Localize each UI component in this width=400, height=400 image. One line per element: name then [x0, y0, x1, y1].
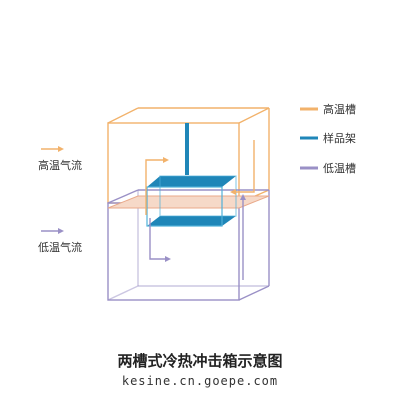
legend-label: 样品架: [323, 131, 356, 145]
watermark: kesine.cn.goepe.com: [121, 374, 279, 388]
low-airflow-indicator: 低温气流: [38, 228, 82, 254]
low-temp-chamber: [107, 189, 270, 301]
cold-airflow-arrows: [149, 194, 246, 280]
sample-rack: [146, 123, 237, 227]
diagram-caption: 两槽式冷热冲击箱示意图: [117, 352, 283, 370]
legend-item-low-chamber: 低温槽: [300, 162, 356, 175]
legend-label: 低温槽: [323, 162, 356, 175]
legend-label: 高温槽: [323, 102, 356, 116]
high-airflow-label: 高温气流: [38, 158, 82, 172]
high-airflow-indicator: 高温气流: [38, 146, 82, 172]
low-airflow-label: 低温气流: [38, 240, 82, 254]
partition-plate: [107, 195, 270, 209]
legend-item-sample-rack: 样品架: [300, 131, 356, 145]
hot-airflow-arrows: [145, 140, 255, 215]
legend-item-high-chamber: 高温槽: [300, 102, 356, 116]
legend: 高温槽 样品架 低温槽: [300, 102, 356, 175]
